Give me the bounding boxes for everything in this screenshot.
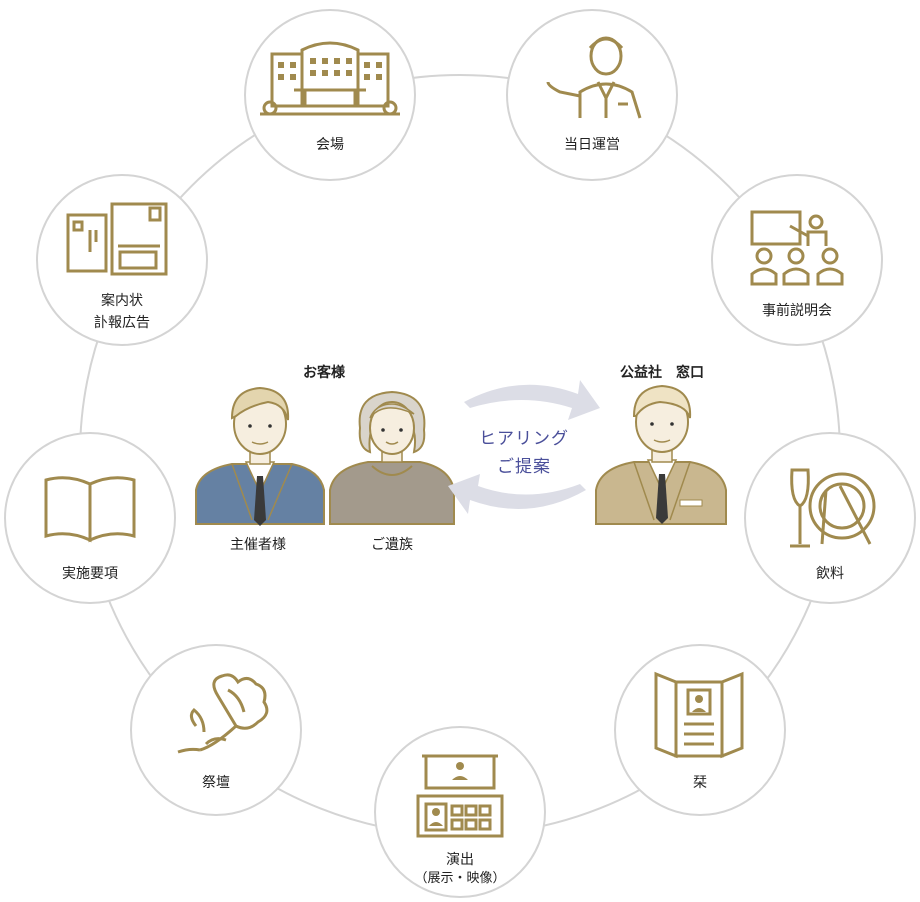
node-invitation: 案内状 訃報広告 [36, 174, 208, 346]
node-booklet: 栞 [614, 644, 786, 816]
staff-person-icon [595, 384, 727, 525]
production-label-line2: （展示・映像） [414, 871, 505, 886]
node-catering: 飲料 [744, 432, 916, 604]
node-plan: 実施要項 [4, 432, 176, 604]
operations-label: 当日運営 [564, 137, 620, 153]
building-icon [260, 41, 400, 116]
node-venue: 会場 [244, 9, 416, 181]
arrow-left-icon [448, 474, 586, 514]
family-person-icon [329, 390, 455, 525]
booklet-label: 栞 [693, 775, 707, 791]
open-book-icon [44, 476, 136, 543]
flower-icon [177, 673, 269, 754]
presentation-icon [750, 210, 844, 286]
staff-presenting-icon [546, 36, 642, 119]
node-briefing: 事前説明会 [711, 174, 883, 346]
flow-text-hearing: ヒアリング [479, 429, 569, 449]
briefing-label: 事前説明会 [762, 302, 832, 319]
node-altar: 祭壇 [130, 644, 302, 816]
family-label: ご遺族 [371, 537, 413, 553]
company-title: 公益社 窓口 [620, 364, 704, 381]
screen-display-icon [416, 754, 504, 838]
arrow-right-icon [464, 380, 600, 420]
exchange-arrows [448, 380, 600, 514]
plan-label: 実施要項 [62, 566, 118, 582]
altar-label: 祭壇 [202, 774, 230, 791]
dining-icon [790, 468, 876, 548]
folded-leaflet-icon [654, 671, 744, 759]
node-operations: 当日運営 [506, 9, 678, 181]
node-production: 演出 （展示・映像） [374, 726, 546, 898]
catering-label: 飲料 [816, 566, 844, 582]
host-label: 主催者様 [230, 537, 286, 553]
production-label-line1: 演出 [446, 852, 474, 868]
venue-label: 会場 [316, 137, 344, 153]
customers-title: お客様 [303, 364, 346, 381]
invitation-label-line1: 案内状 [101, 292, 143, 309]
invitation-card-icon [66, 202, 168, 276]
host-person-icon [195, 386, 325, 526]
flow-text-proposal: ご提案 [497, 457, 551, 477]
invitation-label-line2: 訃報広告 [94, 315, 150, 331]
